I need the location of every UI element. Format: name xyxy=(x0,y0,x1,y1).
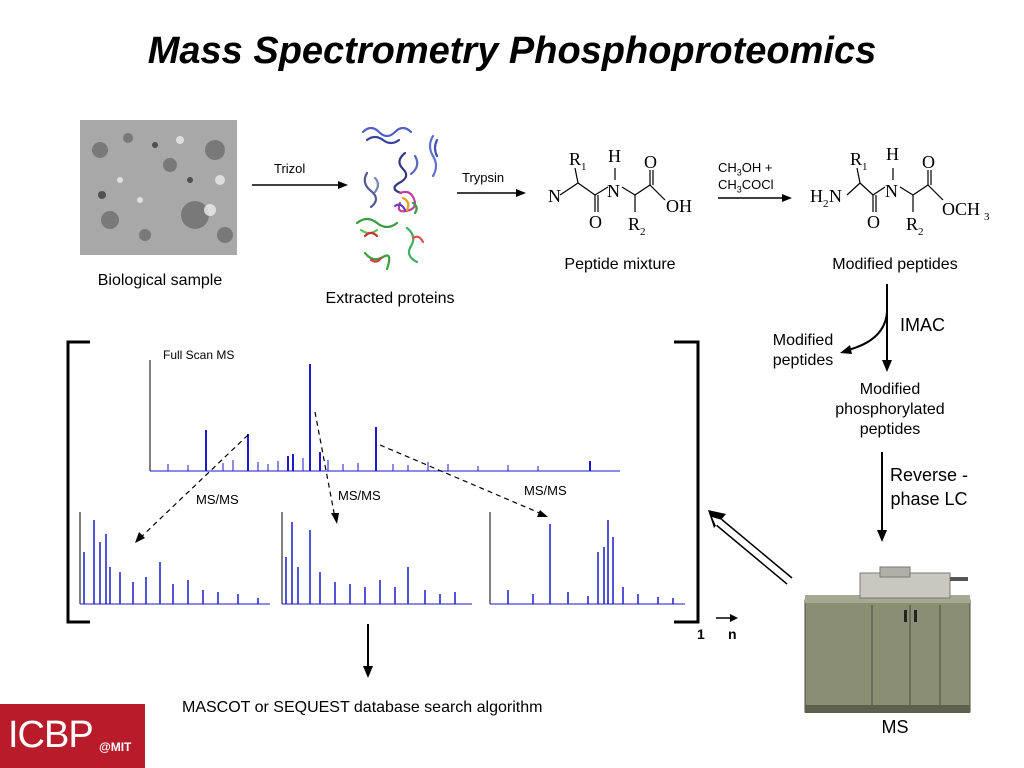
ms-label: MS xyxy=(881,717,909,737)
side-modified-peptides: Modified peptides xyxy=(772,332,834,369)
svg-text:N: N xyxy=(829,186,842,206)
reagent-line2: CH3COCl xyxy=(718,177,774,195)
msms-spectrum-2 xyxy=(281,512,472,605)
svg-text:1: 1 xyxy=(581,161,587,173)
svg-text:O: O xyxy=(644,152,657,172)
imac-label: IMAC xyxy=(900,315,945,335)
svg-text:OH: OH xyxy=(666,196,692,216)
search-arrow xyxy=(363,624,373,678)
trypsin-label: Trypsin xyxy=(462,170,505,185)
extracted-proteins-label: Extracted proteins xyxy=(325,290,455,307)
svg-text:N: N xyxy=(885,181,898,201)
reagent-line1: CH3OH + xyxy=(718,160,773,178)
svg-text:R: R xyxy=(628,214,640,234)
logo-main: ICBP xyxy=(8,714,94,756)
msms-spectrum-1 xyxy=(79,512,270,605)
svg-text:H: H xyxy=(608,146,621,166)
imac-arrows xyxy=(840,284,892,372)
msms-label-2: MS/MS xyxy=(338,488,381,503)
trizol-label: Trizol xyxy=(274,161,306,176)
msms-label-1: MS/MS xyxy=(196,492,239,507)
msms-spectrum-3 xyxy=(489,512,685,605)
svg-text:H: H xyxy=(810,186,823,206)
biological-sample-label: Biological sample xyxy=(97,272,223,289)
ms-instrument-image xyxy=(800,565,975,715)
svg-text:3: 3 xyxy=(984,211,990,223)
biological-sample-image xyxy=(80,120,237,255)
spectra-brackets xyxy=(66,340,700,624)
logo-sub: @MIT xyxy=(99,740,132,754)
icbp-logo: ICBP @MIT xyxy=(0,704,145,768)
phospho-peptides-label: Modified phosphorylated peptides xyxy=(835,381,945,438)
svg-text:O: O xyxy=(589,212,602,232)
svg-text:2: 2 xyxy=(918,226,924,238)
msms-dashed-arrows xyxy=(135,411,548,543)
svg-text:N: N xyxy=(607,181,620,201)
svg-text:H: H xyxy=(886,144,899,164)
svg-text:2: 2 xyxy=(823,198,829,210)
trizol-arrow xyxy=(252,181,348,189)
svg-text:1: 1 xyxy=(862,161,868,173)
svg-text:R: R xyxy=(569,149,581,169)
methylation-arrow xyxy=(718,194,792,202)
rplc-label: Reverse -phase LC xyxy=(889,465,969,509)
peptide-mixture-label: Peptide mixture xyxy=(564,256,676,273)
index-arrow xyxy=(716,614,738,622)
extracted-proteins-image xyxy=(345,118,445,283)
page-title: Mass Spectrometry Phosphoproteomics xyxy=(147,30,877,72)
svg-text:OCH: OCH xyxy=(942,199,980,219)
msms-label-3: MS/MS xyxy=(524,483,567,498)
svg-text:2: 2 xyxy=(640,226,646,238)
rplc-arrow xyxy=(877,452,887,542)
full-scan-spectrum xyxy=(149,360,620,472)
svg-text:N: N xyxy=(548,186,561,206)
full-scan-label: Full Scan MS xyxy=(163,348,235,362)
svg-text:R: R xyxy=(906,214,918,234)
modified-peptides-label: Modified peptides xyxy=(832,256,958,273)
database-search-label: MASCOT or SEQUEST database search algori… xyxy=(182,699,543,716)
index-end: n xyxy=(728,626,737,642)
svg-text:O: O xyxy=(867,212,880,232)
svg-text:R: R xyxy=(850,149,862,169)
trypsin-arrow xyxy=(457,189,526,197)
svg-text:O: O xyxy=(922,152,935,172)
index-start: 1 xyxy=(697,626,705,642)
ms-to-spectra-arrow xyxy=(708,510,793,585)
